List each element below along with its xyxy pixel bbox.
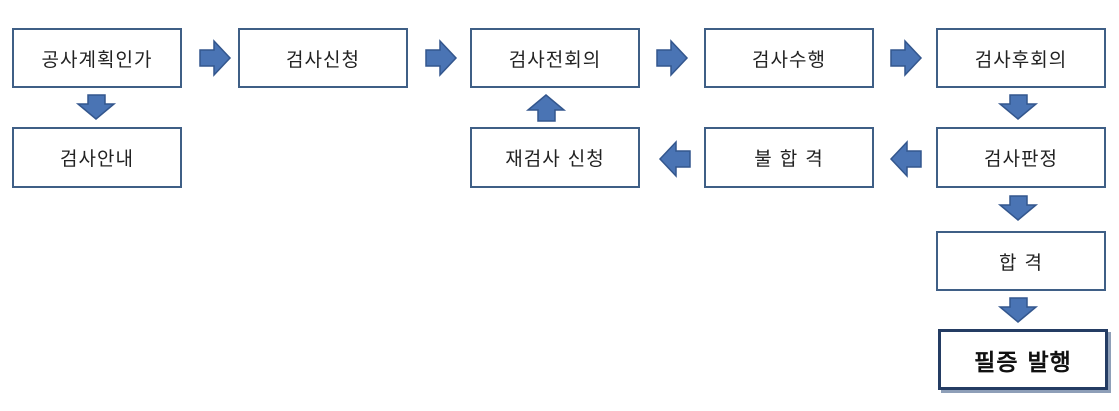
node-reinspection-request: 재검사 신청: [470, 127, 640, 188]
node-fail: 불 합 격: [704, 127, 874, 188]
arrow-down-icon: [997, 195, 1039, 221]
arrow-right-icon: [425, 39, 458, 77]
arrow-right-icon: [656, 39, 689, 77]
node-pass: 합 격: [936, 231, 1106, 291]
node-pre-meeting: 검사전회의: [470, 28, 640, 88]
arrow-up-icon: [525, 94, 567, 122]
arrow-left-icon: [889, 140, 922, 178]
node-inspection-notice: 검사안내: [12, 127, 182, 188]
arrow-right-icon: [199, 39, 232, 77]
node-inspection-request: 검사신청: [238, 28, 408, 88]
node-post-meeting: 검사후회의: [936, 28, 1106, 88]
arrow-down-icon: [997, 297, 1039, 323]
node-inspection-execution: 검사수행: [704, 28, 874, 88]
arrow-down-icon: [75, 94, 117, 120]
node-plan-approval: 공사계획인가: [12, 28, 182, 88]
node-judgment: 검사판정: [936, 127, 1106, 188]
node-certificate-issue: 필증 발행: [938, 329, 1108, 390]
arrow-left-icon: [658, 140, 691, 178]
arrow-right-icon: [890, 39, 923, 77]
arrow-down-icon: [997, 94, 1039, 120]
